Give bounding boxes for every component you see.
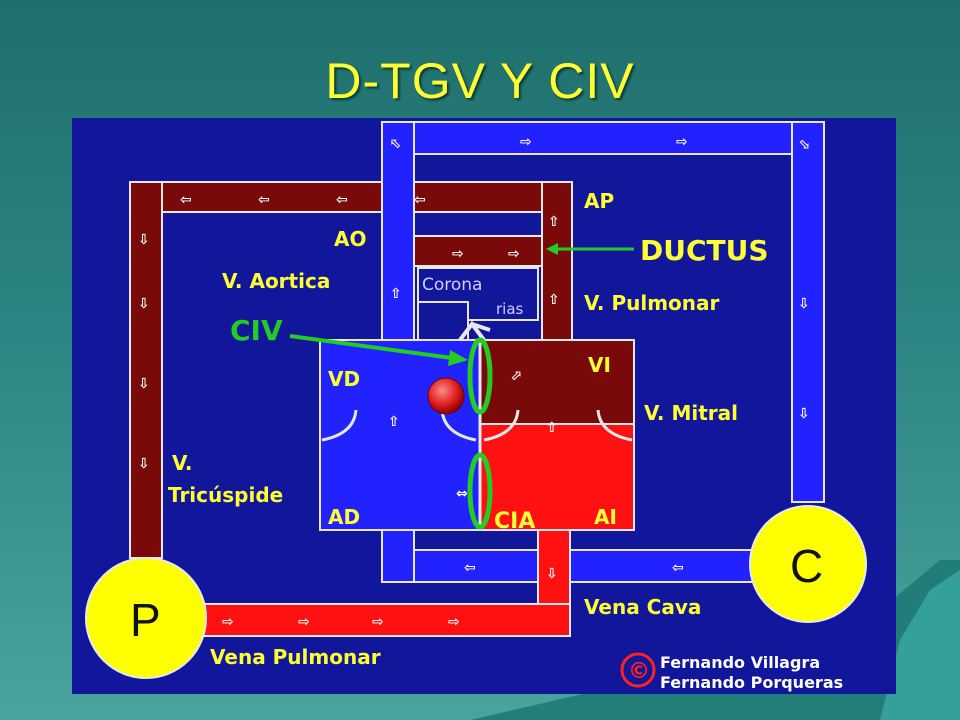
aorta-top-segment: [129, 181, 573, 213]
mitral-valve-left-leaflet: [483, 409, 520, 442]
coronarias-inner-box: [417, 301, 469, 343]
pulmonary-artery-left-segment: [381, 121, 415, 343]
copyright-symbol: ©: [628, 659, 650, 684]
aorta-left-segment: [129, 181, 163, 559]
label-vena-cava: Vena Cava: [584, 595, 701, 619]
flow-arrow-12: ⇨: [676, 134, 688, 150]
label-v-pulmonar: V. Pulmonar: [584, 291, 720, 315]
flow-arrow-15: ⇧: [390, 286, 402, 302]
copyright-circle: [620, 652, 656, 688]
flow-arrow-13: ⇩: [798, 296, 810, 312]
pulmonary-vein-bottom-segment: [201, 603, 571, 637]
flow-arrow-16: ⇨: [452, 246, 464, 262]
left-ventricle-chamber: [479, 339, 635, 425]
label-cia: CIA: [494, 509, 535, 534]
cia-ring: [467, 452, 493, 530]
label-coronarias-top: Corona: [422, 275, 482, 295]
tga-civ-diagram: ⇦ ⇦ ⇦ ⇦ ⇩ ⇩ ⇩ ⇩ ⇧ ⇧ ⇨ ⇨ ⇩ ⇩ ⇧ ⇨ ⇨ ⇧ ⇧ ⬀ …: [72, 118, 896, 694]
left-atrium-chamber: [479, 423, 635, 531]
flow-arrow-25: ⇨: [222, 614, 234, 630]
aortic-valve: [458, 320, 491, 342]
label-v-tricuspide-2: Tricúspide: [168, 483, 283, 507]
slide-title: D-TGV Y CIV: [325, 53, 635, 109]
flow-arrow-2: ⇦: [258, 192, 270, 208]
flow-arrow-29: ⬁: [390, 136, 402, 152]
label-vd: VD: [328, 367, 360, 391]
flow-arrow-7: ⇩: [138, 376, 150, 392]
flow-arrow-26: ⇨: [298, 614, 310, 630]
label-coronarias-bottom: rias: [496, 300, 524, 318]
flow-arrow-9: ⇧: [548, 214, 560, 230]
civ-pointer-line: [289, 334, 453, 360]
flow-arrow-4: ⇦: [414, 192, 426, 208]
flow-arrow-8: ⇩: [138, 456, 150, 472]
pulmonary-circulation-circle: [85, 557, 207, 679]
tricuspid-valve-left-leaflet: [321, 409, 358, 442]
marker-dot: [427, 377, 465, 415]
systemic-circulation-circle: [749, 505, 867, 623]
label-circ-p: P: [130, 594, 161, 646]
right-ventricle-chamber: [319, 339, 481, 531]
flow-arrow-14: ⇩: [798, 406, 810, 422]
label-v-aortica: V. Aortica: [222, 269, 330, 293]
label-civ: CIV: [230, 314, 283, 347]
label-ap: AP: [584, 189, 614, 213]
label-ai: AI: [594, 505, 617, 529]
label-vena-pulmonar: Vena Pulmonar: [210, 645, 381, 669]
pulmonary-artery-top-segment: [381, 121, 825, 155]
flow-arrow-1: ⇦: [180, 192, 192, 208]
pulmonary-artery-right-segment: [791, 121, 825, 503]
heart: [319, 339, 635, 531]
label-circ-c: C: [790, 540, 823, 592]
flow-arrow-30: ⬂: [798, 136, 810, 152]
right-atrium-outflow: [381, 529, 415, 583]
flow-arrow-23: ⇦: [464, 560, 476, 576]
civ-ring: [467, 337, 493, 415]
label-v-mitral: V. Mitral: [644, 401, 738, 425]
flow-arrow-5: ⇩: [138, 232, 150, 248]
ductus-pointer-head: [546, 243, 558, 255]
flow-arrow-27: ⇨: [372, 614, 384, 630]
flow-arrow-28: ⇨: [448, 614, 460, 630]
flow-arrow-21: ⇔: [456, 486, 468, 502]
flow-arrow-10: ⇧: [548, 292, 560, 308]
label-ao: AO: [334, 227, 366, 251]
flow-arrow-11: ⇨: [520, 134, 532, 150]
flow-arrow-20: ⬀: [510, 368, 522, 384]
flow-arrow-3: ⇦: [336, 192, 348, 208]
credit-line-2: Fernando Porqueras: [660, 673, 843, 692]
flow-arrow-19: ⇧: [546, 420, 558, 436]
flow-arrow-18: ⇧: [388, 414, 400, 430]
label-v-tricuspide-1: V.: [172, 451, 193, 475]
aortic-circuit: [129, 181, 573, 559]
label-ad: AD: [328, 505, 360, 529]
civ-pointer-head: [448, 350, 468, 366]
flow-arrows: ⇦ ⇦ ⇦ ⇦ ⇩ ⇩ ⇩ ⇩ ⇧ ⇧ ⇨ ⇨ ⇩ ⇩ ⇧ ⇨ ⇨ ⇧ ⇧ ⬀ …: [138, 134, 810, 630]
flow-arrow-22: ⇦: [672, 560, 684, 576]
label-vi: VI: [588, 353, 611, 377]
ao-vertical-segment: [541, 181, 573, 343]
ductus-vessel: [413, 235, 543, 267]
mitral-valve-right-leaflet: [596, 409, 633, 442]
label-ductus: DUCTUS: [640, 234, 769, 267]
flow-arrow-24: ⇩: [546, 566, 558, 582]
flow-arrow-17: ⇨: [508, 246, 520, 262]
flow-arrow-6: ⇩: [138, 296, 150, 312]
credit-line-1: Fernando Villagra: [660, 653, 820, 672]
